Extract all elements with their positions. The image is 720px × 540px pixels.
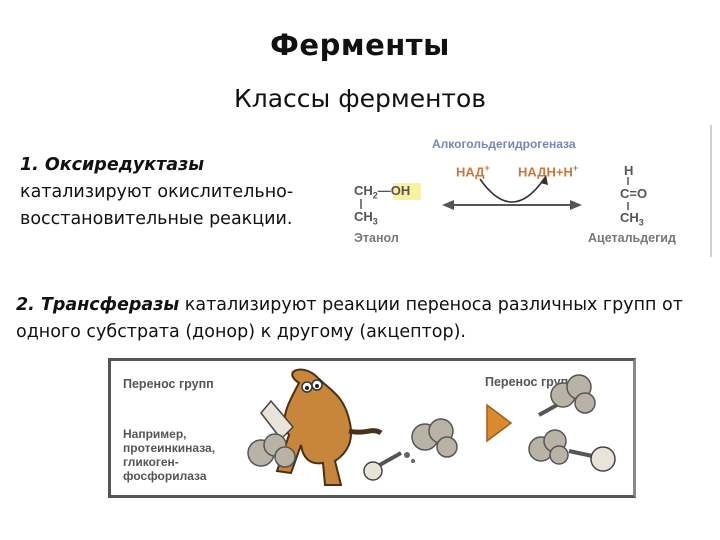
oh-highlight	[393, 183, 421, 200]
acet-co: C=O	[620, 186, 648, 201]
ethanol-oh-text: —OH	[377, 183, 411, 198]
ethanol-ch3-text: CH	[354, 209, 373, 224]
cartoon-acceptor-left	[363, 451, 415, 481]
oxidoreductases-description: катализируют окислительно-восстановитель…	[20, 182, 294, 229]
cartoon-cloud-middle	[411, 418, 458, 458]
cartoon-enzyme-figure	[260, 368, 383, 486]
cartoon-left-title: Перенос групп	[123, 377, 214, 391]
ethanol-ch3: CH3	[354, 209, 378, 227]
nad-plus: +	[484, 163, 490, 173]
cartoon-right-title: Перенос групп	[485, 375, 576, 389]
acet-ch3-sub: 3	[638, 217, 644, 228]
ethanol-ch3-sub: 3	[372, 216, 378, 227]
acet-h: H	[624, 163, 634, 178]
acet-ch3-text: CH	[620, 210, 639, 225]
cofactor-curve	[479, 178, 545, 203]
transferases-description: катализируют реакции переноса различных …	[16, 295, 683, 342]
oxidoreductases-heading: 1. Оксиредуктазы	[20, 155, 205, 175]
nadh-plus: +	[572, 163, 579, 173]
reaction-arrow-left-head	[442, 200, 454, 210]
ethanol-ch2: CH2—OH	[354, 183, 410, 201]
ethanol-label: Этанол	[354, 231, 399, 245]
cartoon-cloud-right-top	[538, 374, 596, 417]
nad-label: НАД+	[456, 163, 490, 179]
cartoon-example-text: Например, протеинкиназа, гликоген-фосфор…	[123, 427, 216, 483]
ethanol-ch2-text: CH	[354, 183, 373, 198]
transferase-cartoon: Перенос групп Например, протеинкиназа, г…	[108, 358, 636, 498]
reaction-figure: Алкогольдегидрогеназа НАД+ НАДН+Н+ CH2—O…	[344, 125, 712, 257]
acet-ch3: CH3	[620, 210, 644, 228]
cartoon-cloud-left	[247, 433, 296, 468]
cartoon-cloud-right-bottom	[528, 429, 616, 472]
reaction-arrows	[360, 175, 629, 210]
transfer-arrow-icon	[486, 403, 513, 443]
nadh-label: НАДН+Н+	[518, 163, 578, 179]
enzyme-label: Алкогольдегидрогеназа	[432, 137, 576, 151]
nadh-text: НАДН+Н	[518, 164, 573, 180]
section-oxidoreductases: 1. Оксиредуктазы катализируют окислитель…	[20, 152, 340, 233]
reaction-arrow-right-head	[570, 200, 582, 210]
nad-text: НАД	[456, 164, 485, 180]
page-subtitle: Классы ферментов	[233, 84, 487, 113]
cartoon-drawing	[247, 368, 616, 486]
section-transferases: 2. Трансферазы катализируют реакции пере…	[16, 292, 716, 346]
page-title: Ферменты	[270, 28, 450, 62]
acetaldehyde-label: Ацетальдегид	[588, 231, 676, 245]
ethanol-ch2-sub: 2	[372, 190, 378, 201]
cofactor-curve-head	[540, 175, 548, 185]
transferases-heading: 2. Трансферазы	[16, 295, 180, 315]
